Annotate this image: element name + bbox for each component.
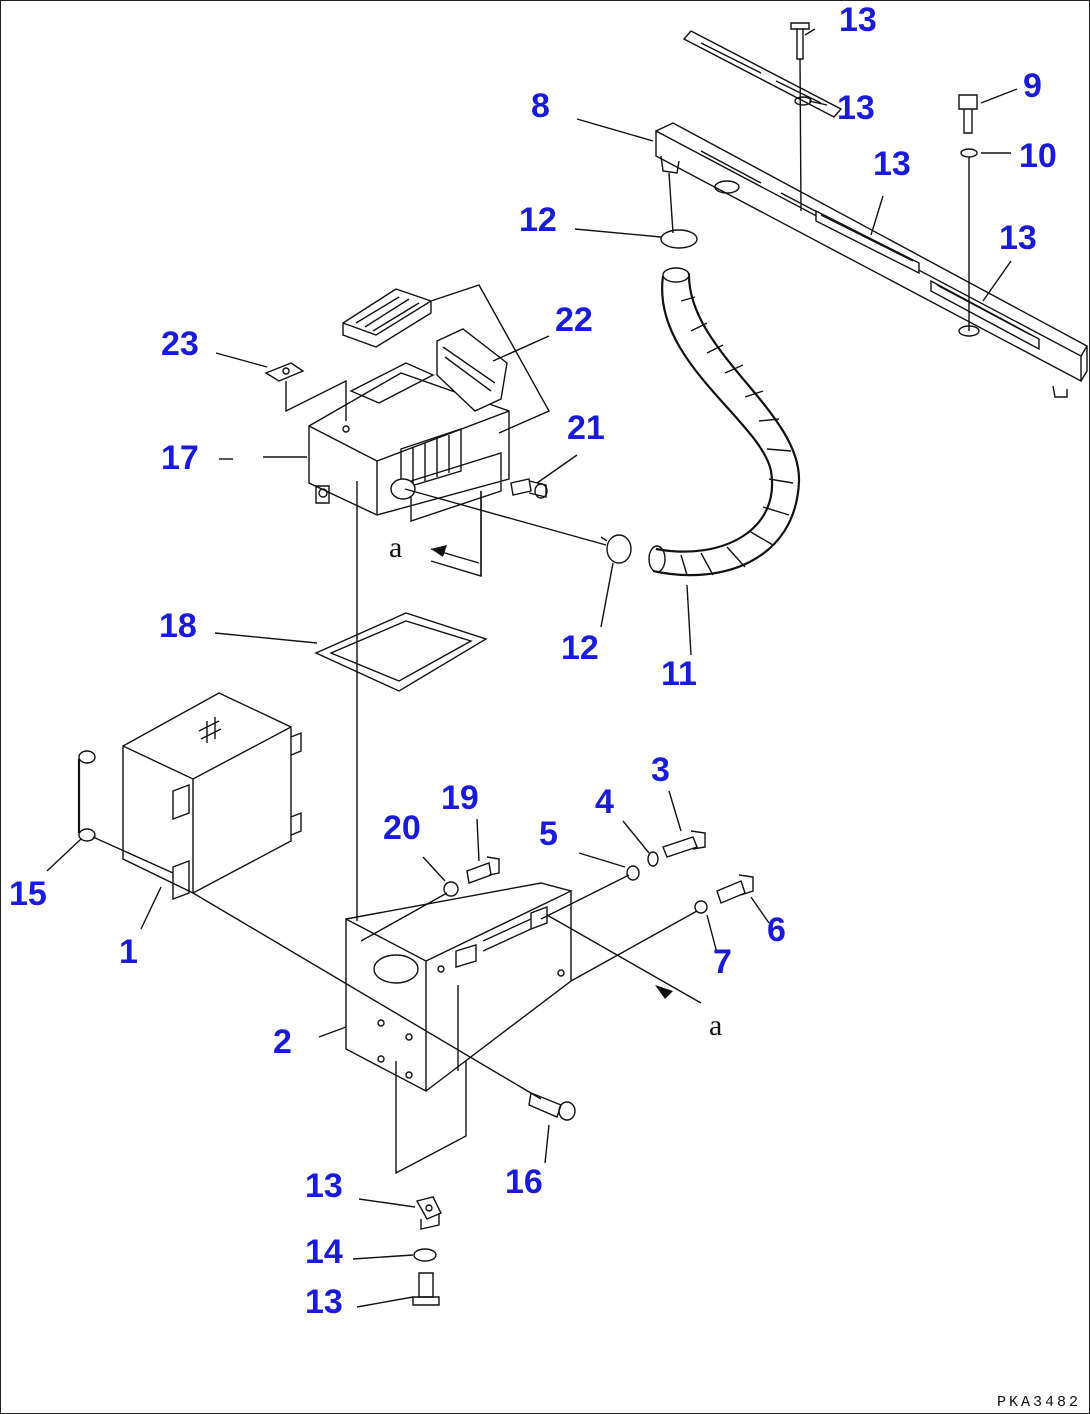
bolt-24 — [510, 478, 548, 499]
callout-23: 20 — [383, 809, 421, 847]
callout-15: 13 — [305, 1167, 343, 1205]
callout-18: 15 — [9, 875, 47, 913]
callout-12-top: 12 — [519, 201, 557, 239]
callout-8: 8 — [531, 87, 550, 125]
callout-19: 16 — [505, 1163, 543, 1201]
bolt-19 — [528, 1092, 576, 1121]
callout-14: 13 — [839, 1, 877, 39]
callout-13-right: 13 — [999, 219, 1037, 257]
callout-7: 7 — [713, 943, 732, 981]
screw-14 — [790, 22, 810, 212]
callout-25: 22 — [555, 301, 593, 339]
callout-12-bottom: 12 — [561, 629, 599, 667]
bolt-9 — [958, 94, 978, 331]
clip-15 — [415, 1196, 442, 1230]
callout-22: 19 — [441, 779, 479, 817]
gasket-21 — [314, 612, 488, 692]
hose-11 — [648, 267, 801, 577]
callout-1: 1 — [119, 933, 138, 971]
bracket-26 — [264, 362, 347, 421]
callout-24: 21 — [567, 409, 605, 447]
bolt-3 — [540, 830, 706, 920]
screw-16 — [412, 1272, 440, 1306]
bolt-6 — [570, 874, 754, 982]
callout-16: 13 — [305, 1283, 343, 1321]
callout-6: 6 — [767, 911, 786, 949]
louver-25 — [436, 328, 508, 412]
filter-box — [77, 692, 542, 1100]
bolt-22 — [360, 856, 500, 942]
hose-clamp-upper — [660, 172, 698, 249]
callout-9: 9 — [1023, 67, 1042, 105]
mount-bracket — [345, 882, 574, 1175]
callout-2: 2 — [273, 1023, 292, 1061]
drawing-code: PKA3482 — [996, 1394, 1081, 1411]
callout-3: 3 — [651, 751, 670, 789]
leader-lines — [46, 28, 1018, 1308]
callout-10: 10 — [1019, 137, 1057, 175]
heater-unit — [308, 362, 607, 546]
callout-17: 14 — [305, 1233, 343, 1271]
callout-20: 17 — [161, 439, 199, 477]
view-mark-a-top: a — [389, 531, 403, 564]
callout-21: 18 — [159, 607, 197, 645]
callout-13-mid: 13 — [873, 145, 911, 183]
callout-5: 5 — [539, 815, 558, 853]
callout-13-top: 13 — [837, 89, 875, 127]
callout-4: 4 — [595, 783, 614, 821]
view-mark-a-bottom: a — [709, 1009, 723, 1042]
callout-26: 23 — [161, 325, 199, 363]
duct-rail — [655, 122, 1088, 398]
washer-17 — [413, 1248, 437, 1262]
filter-cap — [342, 284, 550, 434]
view-arrow-bottom — [546, 914, 702, 1004]
callout-11: 11 — [661, 655, 697, 693]
hose-clamp-lower — [600, 534, 632, 564]
upper-seal-strip — [682, 30, 843, 118]
